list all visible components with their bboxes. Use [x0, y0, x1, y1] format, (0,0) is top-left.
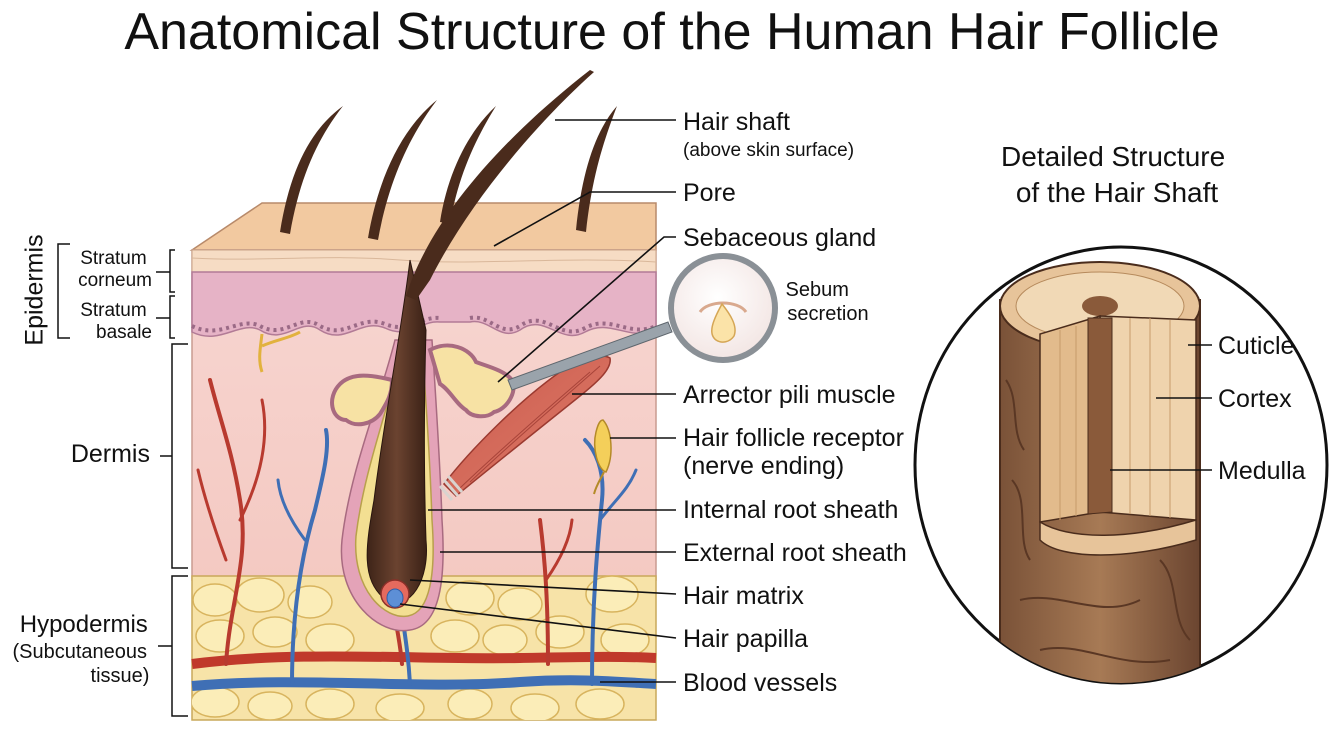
- label-hair-papilla: Hair papilla: [683, 625, 808, 653]
- inset-title: Detailed Structure of the Hair Shaft: [1001, 141, 1233, 208]
- label-medulla: Medulla: [1218, 457, 1306, 485]
- label-hair-matrix: Hair matrix: [683, 582, 804, 610]
- label-epidermis: Epidermis: [21, 234, 49, 345]
- label-blood-vessels: Blood vessels: [683, 669, 837, 697]
- hair-strand: [368, 100, 437, 240]
- artery: [191, 651, 657, 669]
- label-hypodermis: Hypodermis (Subcutaneous tissue): [13, 611, 153, 687]
- hair-strand: [440, 106, 496, 224]
- hair-shaft-inset: Detailed Structure of the Hair Shaft: [913, 141, 1329, 685]
- sebaceous-gland-left: [330, 373, 395, 427]
- label-stratum-basale: Stratum basale: [80, 300, 152, 343]
- leader-pore: [493, 191, 676, 247]
- hair-papilla-shape: [386, 588, 404, 608]
- label-hair-shaft: Hair shaft (above skin surface): [683, 108, 854, 161]
- leader-sebaceous: [497, 236, 676, 383]
- label-follicle-receptor: Hair follicle receptor (nerve ending): [683, 424, 911, 480]
- label-dermis: Dermis: [71, 440, 150, 468]
- sebum-magnifier: [507, 253, 778, 391]
- sebaceous-gland-right: [427, 343, 516, 419]
- label-pore: Pore: [683, 179, 736, 207]
- hair-strand: [576, 106, 617, 232]
- vein: [191, 675, 657, 691]
- leader-matrix: [409, 579, 677, 595]
- main-hair-shaft: [406, 70, 594, 300]
- label-sebaceous-gland: Sebaceous gland: [683, 224, 876, 252]
- label-external-root-sheath: External root sheath: [683, 539, 907, 567]
- leader-papilla: [399, 603, 677, 639]
- leader-lines: [399, 119, 677, 683]
- label-cuticle: Cuticle: [1218, 332, 1294, 360]
- skin-block: [189, 70, 657, 721]
- label-sebum-secretion: Sebum secretion: [786, 279, 869, 325]
- label-stratum-corneum: Stratum corneum: [78, 248, 152, 291]
- label-cortex: Cortex: [1218, 385, 1292, 413]
- layer-brackets: [57, 243, 188, 717]
- label-arrector-pili: Arrector pili muscle: [683, 381, 896, 409]
- hair-strand: [280, 106, 343, 234]
- diagram-title: Anatomical Structure of the Human Hair F…: [124, 3, 1220, 61]
- follicle-receptor-shape: [594, 419, 612, 473]
- label-internal-root-sheath: Internal root sheath: [683, 496, 898, 524]
